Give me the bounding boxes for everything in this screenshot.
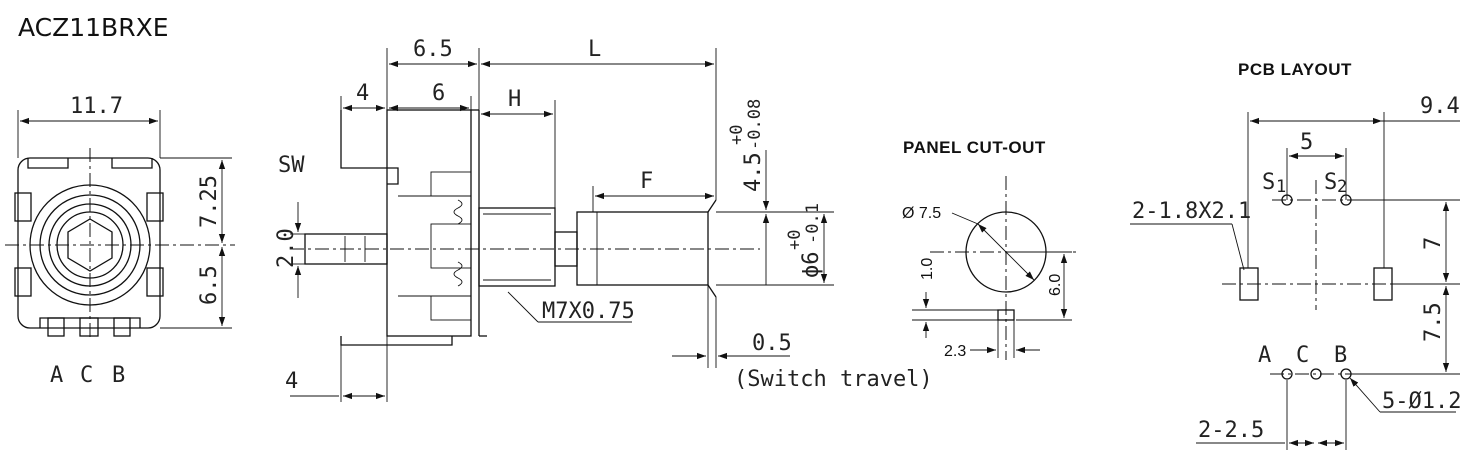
s2-label: S (1324, 170, 1337, 195)
pcb-pin-b-label: B (1334, 343, 1347, 368)
switch-pitch-label: 5 (1300, 130, 1313, 155)
plunger-width-label: 2.0 (274, 228, 299, 268)
right-clip-lower (146, 267, 164, 297)
flat-tolerance-lower: -0.08 (745, 99, 765, 150)
side-housing (386, 109, 472, 337)
side-view: SW 6.5 L 4 6 H F 4.5 +0 -0.08 (274, 37, 933, 402)
pin-row-offset-label: 7.5 (1421, 302, 1446, 342)
switch-bracket-top (340, 110, 399, 185)
pcb-pin-a-label: A (1258, 343, 1271, 368)
switch-row-offset-label: 7 (1421, 237, 1446, 250)
center-to-slot-label: 6.0 (1047, 274, 1064, 296)
front-lower-height-label: 6.5 (197, 265, 222, 305)
front-width-label: 11.7 (70, 94, 123, 119)
pin-b (113, 317, 131, 337)
hex-shaft (67, 218, 113, 272)
pcb-layout-heading: PCB LAYOUT (1238, 60, 1352, 79)
front-pin-b-label: B (112, 363, 125, 388)
s1-label: S (1262, 170, 1275, 195)
s2-sub-label: 2 (1337, 177, 1347, 197)
anti-rotation-slot (997, 309, 1015, 321)
front-body-outline (17, 157, 161, 329)
top-right-tab (111, 158, 153, 169)
diameter-leader (977, 223, 1035, 281)
pin-a (47, 317, 65, 337)
thread-bushing (478, 207, 556, 287)
pcb-pin-c-label: C (1296, 343, 1309, 368)
pin-pitch-label: 2-2.5 (1198, 418, 1264, 443)
switch-label: SW (278, 153, 305, 178)
dim-6-label: 6 (432, 81, 445, 106)
panel-cutout-view: PANEL CUT-OUT Ø 7.5 1.0 6.0 2.3 (902, 138, 1080, 360)
panel-cutout-heading: PANEL CUT-OUT (903, 138, 1046, 157)
front-view: 11.7 7.25 6.5 A C B (5, 94, 235, 388)
pcb-width-label: 9.4 (1420, 94, 1460, 119)
s1-sub-label: 1 (1276, 177, 1286, 197)
shaft-diameter-base: ϕ6 (799, 252, 824, 279)
front-upper-height-label: 7.25 (197, 175, 222, 228)
dim-H-label: H (508, 87, 521, 112)
slot-width-label: 2.3 (944, 343, 966, 360)
pin-holes-label: 5-Ø1.2 (1382, 389, 1461, 414)
slot-size-label: 2-1.8X2.1 (1132, 199, 1251, 224)
flat-tolerance-base: 4.5 (741, 152, 766, 192)
left-clip-lower (14, 267, 32, 297)
part-number-title: ACZ11BRXE (18, 13, 169, 42)
cutout-diameter-label: Ø 7.5 (902, 205, 941, 222)
pcb-layout-view: PCB LAYOUT 9.4 5 S 1 S 2 2-1.8X2.1 (1130, 60, 1461, 450)
dim-4-bottom-label: 4 (285, 369, 298, 394)
switch-plunger (304, 233, 388, 265)
shaft-diameter-lower: -0.1 (803, 203, 823, 244)
left-clip-upper (14, 192, 32, 222)
front-pin-a-label: A (50, 363, 63, 388)
dim-F-label: F (640, 169, 653, 194)
thread-spec-label: M7X0.75 (542, 299, 635, 324)
right-clip-upper (146, 192, 164, 222)
switch-travel-label: (Switch travel) (734, 367, 933, 392)
shaft-diameter-upper: +0 (785, 230, 805, 250)
pin-c (79, 317, 99, 337)
dim-6-5-label: 6.5 (413, 37, 453, 62)
switch-travel-value: 0.5 (752, 331, 792, 356)
dim-L-label: L (588, 37, 601, 62)
flat-tolerance-upper: +0 (727, 125, 747, 145)
slot-height-label: 1.0 (919, 258, 936, 280)
top-left-tab (27, 158, 69, 169)
switch-bracket-bottom (340, 336, 453, 346)
front-pin-c-label: C (80, 363, 93, 388)
dim-4-top-label: 4 (356, 81, 369, 106)
